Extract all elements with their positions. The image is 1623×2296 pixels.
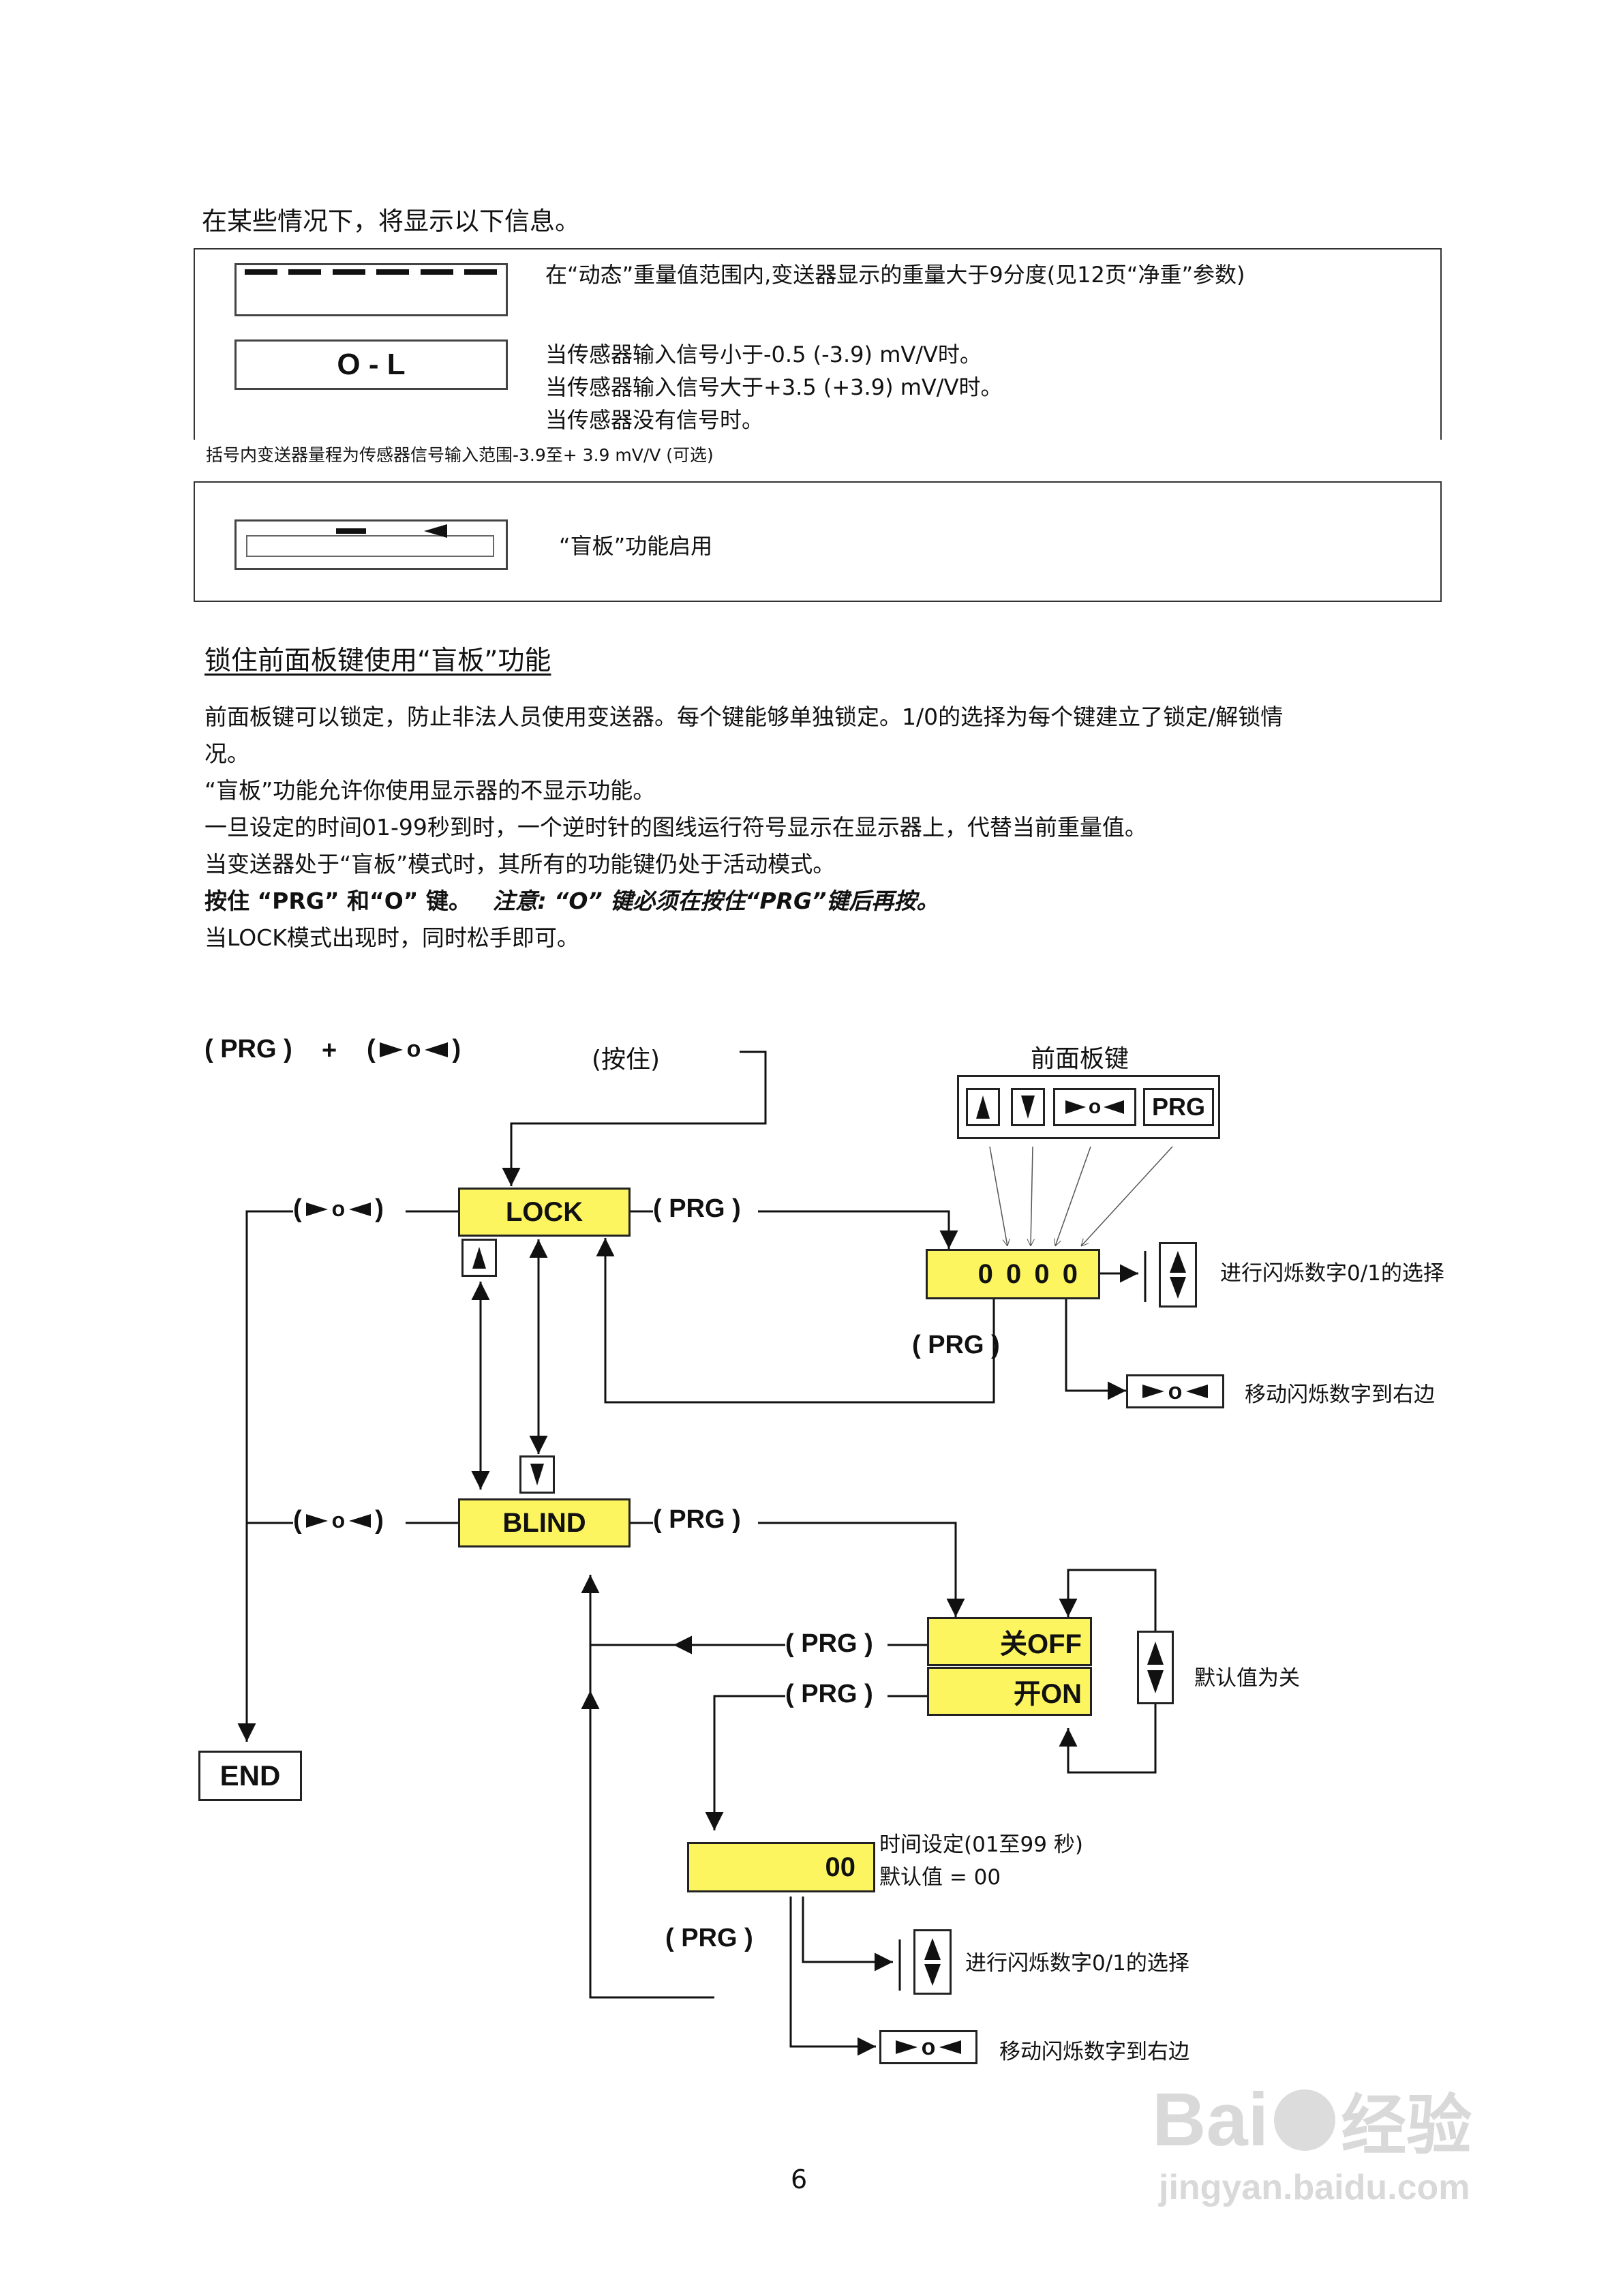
timer-display: 00 — [687, 1842, 875, 1892]
ol-display-text: O - L — [337, 348, 406, 381]
down-key-icon[interactable] — [1011, 1088, 1045, 1126]
right-arrow-icon — [305, 1513, 328, 1528]
lock-code-display: 0 0 0 0 — [926, 1249, 1100, 1299]
para-5-instruction: 按住 “PRG” 和“O” 键。 — [204, 888, 471, 914]
blind-spin-dash — [336, 528, 366, 534]
para-1b: 况。 — [204, 740, 249, 767]
lock-move-right-icon: o — [1126, 1374, 1224, 1408]
left-arrow-icon — [349, 1202, 371, 1216]
intro-text: 在某些情况下，将显示以下信息。 — [202, 207, 580, 236]
ol-message-3: 当传感器没有信号时。 — [545, 407, 764, 433]
blind-spin-arrow-icon — [424, 524, 447, 538]
dashes-message: 在“动态”重量值范围内,变送器显示的重量大于9分度(见12页“净重”参数) — [545, 262, 1245, 288]
lock-prg-label: ( PRG ) — [653, 1194, 741, 1223]
para-2: “盲板”功能允许你使用显示器的不显示功能。 — [204, 777, 656, 804]
section-body: 前面板键可以锁定，防止非法人员使用变送器。每个键能够单独锁定。1/0的选择为每个… — [204, 699, 1418, 956]
left-arrow-icon — [425, 1042, 449, 1057]
dashes-display — [234, 263, 508, 316]
lock-move-desc: 移动闪烁数字到右边 — [1245, 1383, 1435, 1407]
blind-prg-label: ( PRG ) — [653, 1505, 741, 1534]
ol-display: O - L — [234, 339, 508, 390]
para-4: 当变送器处于“盲板”模式时，其所有的功能键仍处于活动模式。 — [204, 851, 836, 877]
lock-state-box: LOCK — [458, 1188, 631, 1237]
right-arrow-icon — [305, 1202, 328, 1216]
top-prg-label: ( PRG ) — [204, 1035, 292, 1063]
blind-message: “盲板”功能启用 — [559, 533, 713, 559]
para-5-note: 注意: “O” 键必须在按住“PRG”键后再按。 — [492, 888, 939, 914]
blind-off-option: 关OFF — [927, 1617, 1092, 1666]
blind-left-o-label: ( o ) — [293, 1506, 384, 1535]
timer-select-desc: 进行闪烁数字0/1的选择 — [965, 1951, 1189, 1976]
paw-icon — [1274, 2089, 1336, 2151]
on-prg-label: ( PRG ) — [785, 1680, 873, 1708]
baidu-watermark: Bai 经验 jingyan.baidu.com — [1152, 2072, 1472, 2208]
blind-display — [234, 519, 508, 570]
ol-messages: 当传感器输入信号小于-0.5 (-3.9) mV/V时。 当传感器输入信号大于+… — [545, 338, 1002, 436]
blind-on-option: 开ON — [927, 1667, 1092, 1716]
up-key-icon[interactable] — [966, 1088, 1000, 1126]
para-1a: 前面板键可以锁定，防止非法人员使用变送器。每个键能够单独锁定。1/0的选择为每个… — [204, 704, 1284, 730]
watermark-brand: 经验 — [1341, 2089, 1472, 2162]
lock-code-prg-label: ( PRG ) — [912, 1331, 1000, 1359]
front-keys-title: 前面板键 — [1031, 1045, 1129, 1073]
blind-display-box — [194, 481, 1442, 602]
top-o-key-label: ( o ) — [367, 1035, 461, 1063]
blind-down-key-icon — [519, 1455, 555, 1494]
prg-key[interactable]: PRG — [1143, 1088, 1214, 1126]
timer-prg-label: ( PRG ) — [665, 1924, 753, 1952]
blind-state-box: BLIND — [458, 1498, 631, 1547]
ol-message-1: 当传感器输入信号小于-0.5 (-3.9) mV/V时。 — [545, 342, 982, 367]
para-3: 一旦设定的时间01-99秒到时，一个逆时针的图线运行符号显示在显示器上，代替当前… — [204, 814, 1147, 841]
lock-select-desc: 进行闪烁数字0/1的选择 — [1220, 1261, 1444, 1286]
time-setting-label: 时间设定(01至99 秒) — [879, 1832, 1083, 1857]
blind-updown-icon — [1137, 1631, 1174, 1704]
para-6: 当LOCK模式出现时，同时松手即可。 — [204, 924, 579, 951]
default-off-label: 默认值为关 — [1194, 1666, 1300, 1691]
para-5: 按住 “PRG” 和“O” 键。 注意: “O” 键必须在按住“PRG”键后再按… — [204, 883, 1418, 920]
timer-move-right-icon: o — [879, 2030, 977, 2064]
right-arrow-icon — [379, 1042, 403, 1057]
display-messages-box — [194, 248, 1442, 440]
lock-updown-icon — [1159, 1242, 1197, 1308]
page-number: 6 — [791, 2164, 808, 2194]
hold-label: (按住) — [592, 1046, 661, 1074]
dash-segments — [245, 269, 497, 275]
off-prg-label: ( PRG ) — [785, 1629, 873, 1658]
lock-left-o-label: ( o ) — [293, 1194, 384, 1223]
o-key[interactable]: o — [1053, 1088, 1136, 1126]
watermark-logo: Bai — [1152, 2078, 1269, 2162]
front-keypad: o PRG — [957, 1075, 1220, 1139]
o-glyph: o — [406, 1036, 421, 1062]
timer-move-desc: 移动闪烁数字到右边 — [999, 2040, 1189, 2064]
left-arrow-icon — [349, 1513, 371, 1528]
range-note: 括号内变送器量程为传感器信号输入范围-3.9至+ 3.9 mV/V (可选) — [206, 445, 714, 465]
lock-up-key-icon — [461, 1239, 497, 1277]
plus-sign: + — [322, 1036, 337, 1065]
time-default-label: 默认值 = 00 — [879, 1865, 1001, 1890]
ol-message-2: 当传感器输入信号大于+3.5 (+3.9) mV/V时。 — [545, 374, 1003, 400]
timer-updown-icon — [913, 1929, 952, 1995]
watermark-url: jingyan.baidu.com — [1159, 2168, 1470, 2207]
end-box: END — [198, 1751, 302, 1801]
section-heading: 锁住前面板键使用“盲板”功能 — [204, 646, 551, 676]
